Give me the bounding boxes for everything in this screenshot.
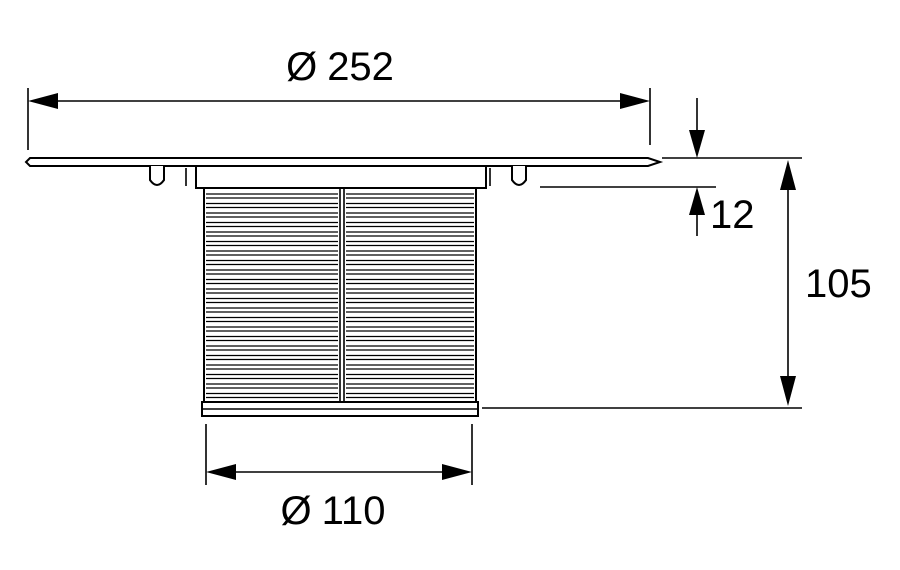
arrow-down-icon [780,376,796,406]
arrow-right-icon [620,93,650,109]
total-height-dimension: 105 [482,160,872,409]
flange-body [24,157,664,167]
arrow-right-icon [442,464,472,480]
collar [195,165,487,189]
top-diameter-value: 252 [327,45,394,89]
ribbed-pipe [201,187,479,417]
arrow-up-icon [780,160,796,190]
flange-plate [24,157,664,189]
diameter-symbol-icon: Ø [286,45,317,89]
total-height-label: 105 [805,262,872,306]
flange-lug [149,166,165,186]
bottom-diameter-value: 110 [322,489,386,533]
flange-thickness-label: 12 [710,193,755,237]
pipe-ribs [206,193,474,399]
flange-lug [511,166,527,186]
arrow-up-icon [689,187,705,215]
arrow-down-icon [689,130,705,158]
arrow-left-icon [28,93,58,109]
arrow-left-icon [206,464,236,480]
diameter-symbol-icon: Ø [281,489,312,533]
flange-thickness-dimension: 12 [540,98,802,237]
